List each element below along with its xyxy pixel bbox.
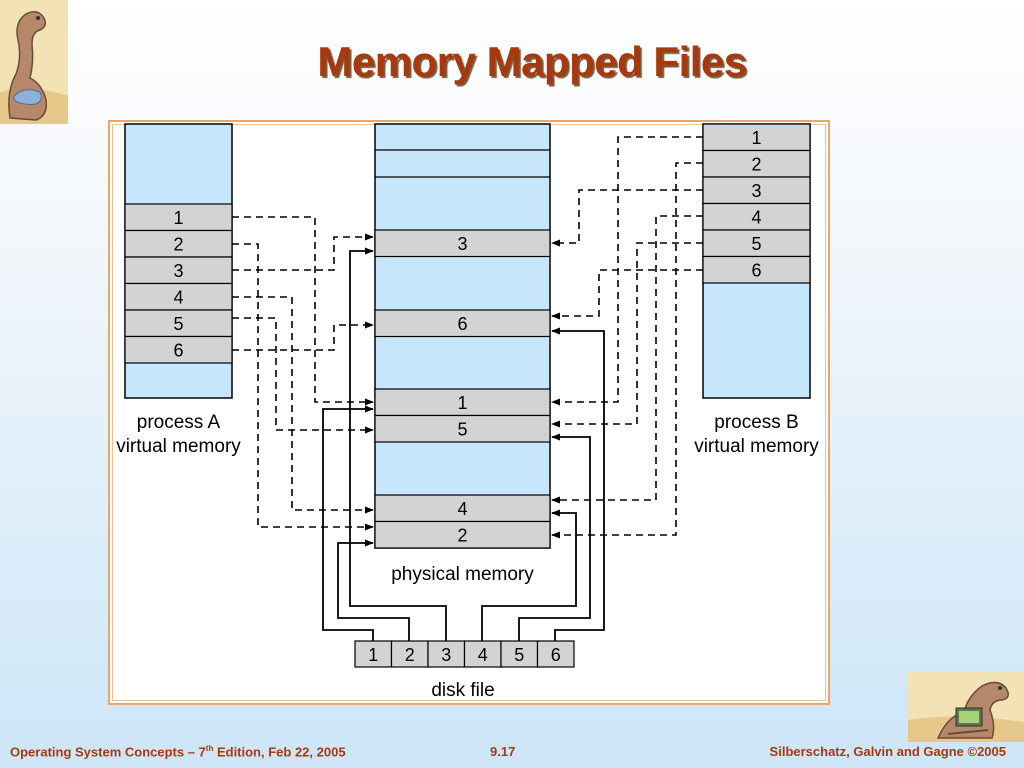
disk-block-5: 5 — [500, 640, 539, 668]
process-a-page-4: 4 — [124, 282, 233, 311]
svg-text:6: 6 — [551, 645, 561, 665]
svg-text:3: 3 — [457, 234, 467, 254]
svg-text:4: 4 — [751, 208, 761, 228]
process-b-label-line1: process B — [714, 412, 798, 433]
disk-block-2-to-frame-2-arrow — [337, 539, 410, 641]
disk-file-label: disk file — [431, 680, 494, 701]
svg-text:2: 2 — [173, 235, 183, 255]
physical-memory: 3 6 1 5 4 2 physical memory — [374, 123, 551, 585]
process-a-page-5: 5 — [124, 309, 233, 338]
disk-to-memory-mappings — [322, 247, 605, 641]
disk-block-3-to-frame-3-arrow — [349, 247, 447, 641]
process-b-page-4: 4 — [702, 202, 811, 231]
svg-text:3: 3 — [173, 261, 183, 281]
svg-text:6: 6 — [173, 341, 183, 361]
disk-block-4: 4 — [463, 640, 502, 668]
footer-copyright: Silberschatz, Galvin and Gagne ©2005 — [769, 744, 1006, 759]
svg-text:6: 6 — [457, 314, 467, 334]
process-a-page-2-to-frame-2-arrow — [232, 243, 374, 531]
physical-frame-2: 2 — [374, 520, 551, 549]
physical-frame-1: 1 — [374, 388, 551, 417]
process-b-virtual-memory: 1 2 3 4 5 6 process B virtual memory — [694, 123, 819, 457]
disk-block-2: 2 — [390, 640, 429, 668]
svg-text:3: 3 — [751, 181, 761, 201]
svg-text:2: 2 — [457, 526, 467, 546]
disk-block-6-to-frame-6-arrow — [551, 327, 605, 641]
svg-text:4: 4 — [173, 288, 183, 308]
slide-title: Memory Mapped Files — [317, 38, 747, 85]
disk-file: 1 2 3 4 5 6 disk file — [354, 640, 575, 701]
process-b-page-4-to-frame-4-arrow — [551, 215, 703, 504]
svg-text:2: 2 — [405, 645, 415, 665]
footer-page-number: 9.17 — [490, 744, 516, 759]
disk-block-4-to-frame-4-arrow — [481, 509, 577, 641]
process-b-page-2-to-frame-2-arrow — [551, 162, 703, 539]
footer-book-title-text: Operating System Concepts – 7 — [10, 744, 206, 760]
process-a-page-2: 2 — [124, 229, 233, 258]
process-b-page-6-to-frame-6-arrow — [551, 269, 703, 320]
process-b-page-6: 6 — [702, 255, 811, 284]
svg-text:6: 6 — [751, 261, 761, 281]
physical-memory-label: physical memory — [391, 564, 534, 585]
svg-text:2: 2 — [751, 155, 761, 175]
process-b-page-5-to-frame-5-arrow — [551, 242, 703, 428]
svg-text:4: 4 — [457, 499, 467, 519]
process-b-label-line2: virtual memory — [694, 436, 819, 457]
svg-text:5: 5 — [514, 645, 524, 665]
svg-text:5: 5 — [173, 314, 183, 334]
svg-text:4: 4 — [478, 645, 488, 665]
process-b-mappings — [551, 136, 703, 539]
svg-text:5: 5 — [751, 234, 761, 254]
process-a-page-6: 6 — [124, 335, 233, 364]
footer-edition-date: Edition, Feb 22, 2005 — [213, 744, 346, 760]
footer-book-title: Operating System Concepts – 7th Edition,… — [10, 744, 346, 759]
svg-text:5: 5 — [457, 420, 467, 440]
svg-text:3: 3 — [441, 645, 451, 665]
dinosaur-logo-bottom-right — [908, 672, 1024, 742]
svg-text:1: 1 — [457, 393, 467, 413]
process-a-page-3: 3 — [124, 256, 233, 285]
svg-text:1: 1 — [368, 645, 378, 665]
disk-block-5-to-frame-5-arrow — [518, 433, 591, 641]
physical-frame-4: 4 — [374, 494, 551, 523]
process-b-page-5: 5 — [702, 229, 811, 258]
process-a-virtual-memory: 1 2 3 4 5 6 process A virtual memory — [116, 123, 241, 457]
process-a-mappings — [232, 216, 374, 531]
physical-frame-5: 5 — [374, 414, 551, 443]
process-b-page-3-to-frame-3-arrow — [551, 189, 703, 247]
process-a-label-line1: process A — [137, 412, 221, 433]
process-a-page-4-to-frame-4-arrow — [232, 296, 374, 514]
process-b-page-1: 1 — [702, 123, 811, 152]
disk-block-3: 3 — [427, 640, 466, 668]
process-a-page-3-to-frame-3-arrow — [232, 233, 374, 271]
svg-text:1: 1 — [751, 128, 761, 148]
disk-block-6: 6 — [536, 640, 575, 668]
disk-block-1: 1 — [354, 640, 393, 668]
process-a-label-line2: virtual memory — [116, 436, 241, 457]
process-a-page-5-to-frame-5-arrow — [232, 317, 374, 434]
process-a-page-1-to-frame-1-arrow — [232, 216, 374, 406]
footer-edition-superscript: th — [205, 744, 214, 753]
physical-frame-3: 3 — [374, 229, 551, 258]
process-a-page-6-to-frame-6-arrow — [232, 321, 374, 351]
physical-frame-6: 6 — [374, 309, 551, 338]
dinosaur-logo-top-left — [0, 0, 68, 124]
disk-block-1-to-frame-1-arrow — [322, 405, 374, 641]
process-a-page-1: 1 — [124, 203, 233, 232]
process-b-page-3: 3 — [702, 176, 811, 205]
process-b-page-2: 2 — [702, 149, 811, 178]
svg-text:1: 1 — [173, 208, 183, 228]
